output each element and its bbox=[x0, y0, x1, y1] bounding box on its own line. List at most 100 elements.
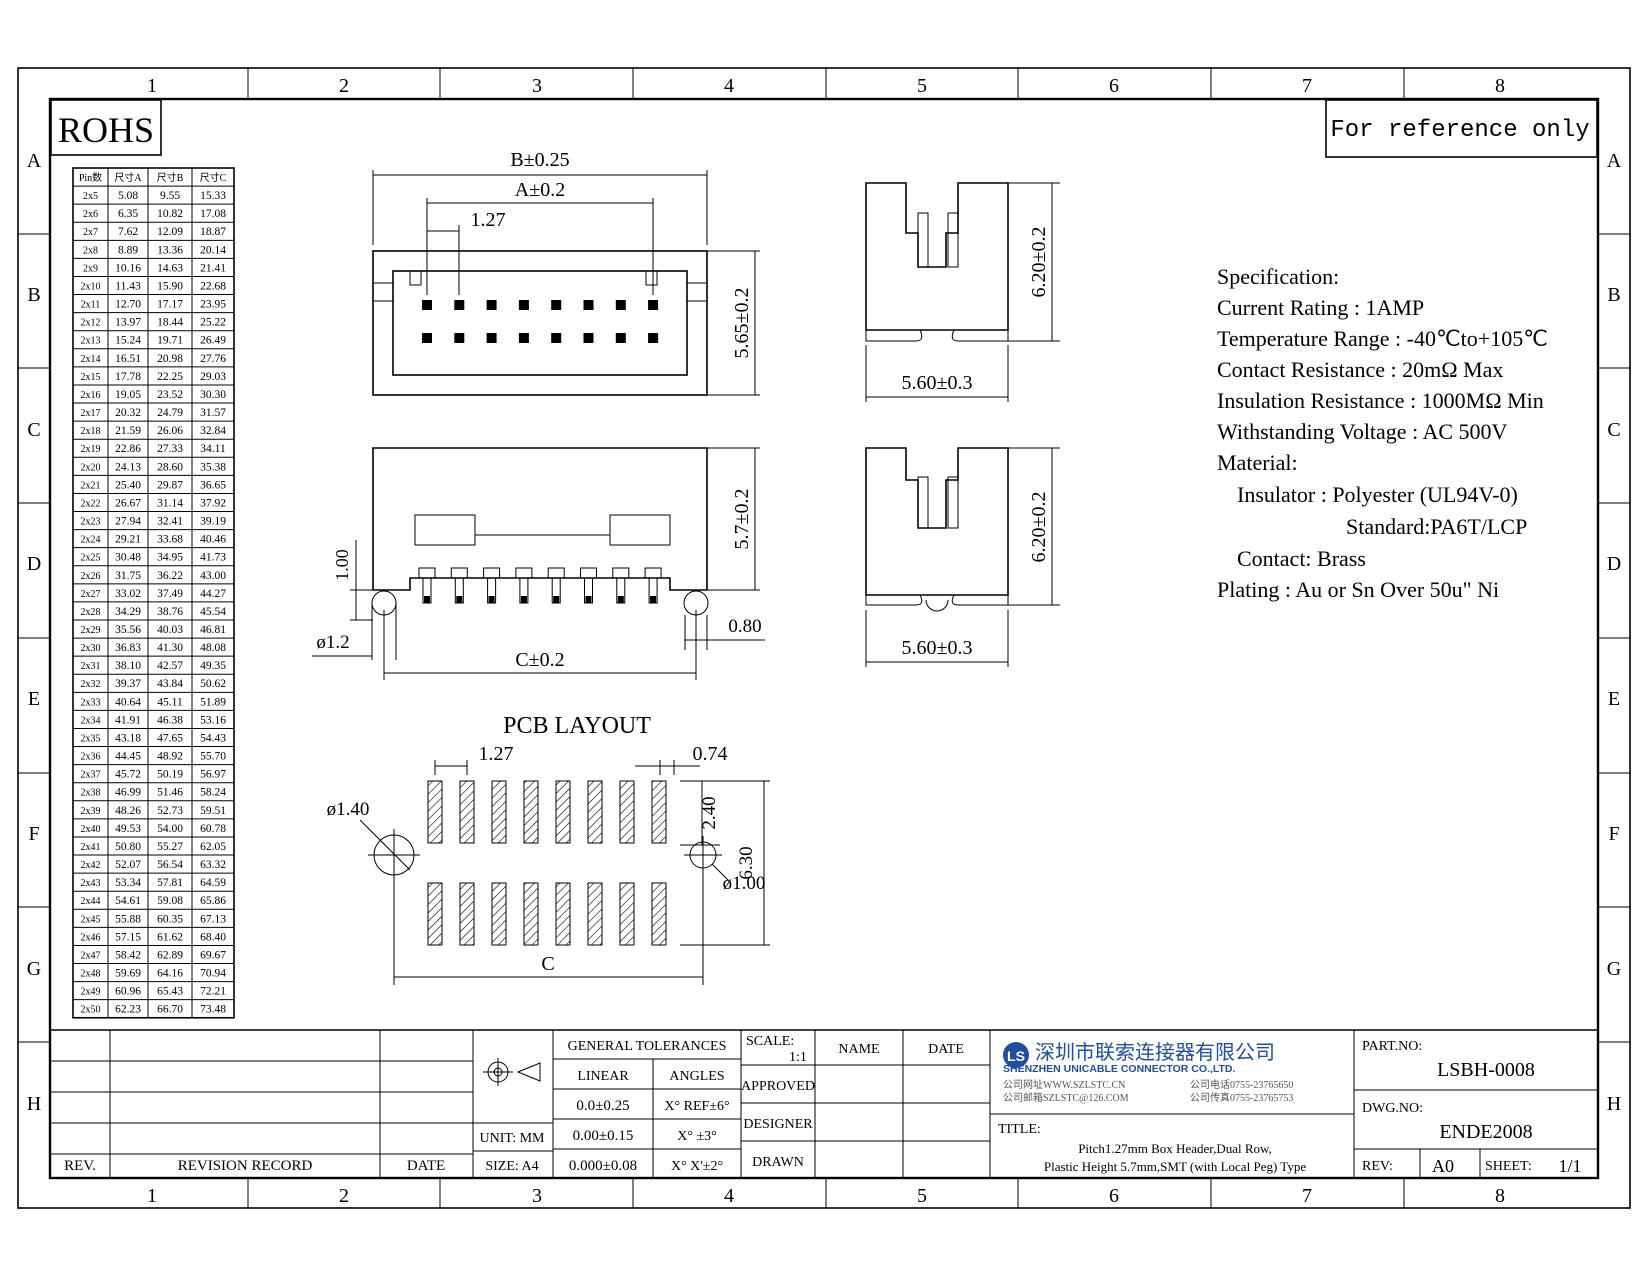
pcb-pad bbox=[651, 882, 667, 946]
pin-square bbox=[583, 333, 594, 343]
table-cell: 54.43 bbox=[200, 732, 226, 744]
table-header: 尺寸A bbox=[114, 171, 142, 184]
table-cell: 50.62 bbox=[200, 678, 226, 690]
svg-text:LS: LS bbox=[1007, 1048, 1025, 1064]
table-cell: 31.57 bbox=[200, 407, 226, 419]
table-cell: 37.92 bbox=[200, 497, 226, 509]
table-cell: 23.52 bbox=[157, 389, 183, 401]
spec-line: Current Rating : 1AMP bbox=[1217, 295, 1424, 320]
table-cell: 22.68 bbox=[200, 280, 226, 292]
pin-square bbox=[615, 300, 626, 310]
table-cell: 13.97 bbox=[115, 317, 141, 329]
pcb-pad bbox=[427, 882, 443, 946]
table-cell: 2x21 bbox=[81, 480, 101, 491]
table-cell: 30.30 bbox=[200, 389, 226, 401]
column-label: 4 bbox=[724, 75, 734, 97]
company-web: 公司网址WWW.SZLSTC.CN bbox=[1003, 1078, 1125, 1091]
table-cell: 50.19 bbox=[157, 769, 183, 781]
table-cell: 15.90 bbox=[157, 280, 183, 292]
sheet-label: SHEET: bbox=[1485, 1159, 1532, 1174]
table-cell: 56.54 bbox=[157, 859, 183, 871]
table-cell: 15.24 bbox=[115, 335, 141, 347]
table-cell: 37.49 bbox=[157, 588, 183, 600]
table-cell: 15.33 bbox=[200, 190, 226, 202]
table-cell: 41.30 bbox=[157, 642, 183, 654]
table-header: Pin数 bbox=[79, 171, 102, 184]
table-cell: 33.02 bbox=[115, 588, 141, 600]
table-cell: 60.78 bbox=[200, 823, 226, 835]
table-cell: 40.46 bbox=[200, 534, 226, 546]
tolerance-angle-2: X° ±3° bbox=[677, 1129, 717, 1144]
table-cell: 55.70 bbox=[200, 751, 226, 763]
dim-pitch-top: 1.27 bbox=[471, 209, 506, 231]
pin-tip bbox=[553, 596, 560, 603]
table-cell: 2x12 bbox=[81, 318, 101, 329]
spec-line: Withstanding Voltage : AC 500V bbox=[1217, 419, 1508, 444]
reference-box: For reference only bbox=[1325, 99, 1598, 158]
table-cell: 2x48 bbox=[81, 969, 101, 980]
table-cell: 55.27 bbox=[157, 841, 183, 853]
table-cell: 26.06 bbox=[157, 425, 183, 437]
table-header: 尺寸C bbox=[200, 171, 227, 184]
column-label: 1 bbox=[147, 75, 157, 97]
table-cell: 38.10 bbox=[115, 660, 141, 672]
general-tolerances-label: GENERAL TOLERANCES bbox=[568, 1039, 727, 1054]
table-cell: 2x22 bbox=[81, 498, 101, 509]
dim-width-560a: 5.60±0.3 bbox=[902, 372, 973, 394]
table-cell: 2x28 bbox=[81, 607, 101, 618]
column-label: 2 bbox=[339, 75, 349, 97]
pin-tip bbox=[456, 596, 463, 603]
table-cell: 62.23 bbox=[115, 1004, 141, 1016]
pin-shoulder bbox=[612, 567, 630, 579]
row-label: H bbox=[27, 1093, 41, 1115]
sheet-value: 1/1 bbox=[1558, 1156, 1581, 1176]
dim-height-57: 5.7±0.2 bbox=[731, 489, 753, 550]
pin-square bbox=[454, 333, 465, 343]
scale-value: 1:1 bbox=[789, 1050, 807, 1065]
table-cell: 29.03 bbox=[200, 371, 226, 383]
table-cell: 39.19 bbox=[200, 516, 226, 528]
row-label: E bbox=[1608, 688, 1620, 710]
table-cell: 19.71 bbox=[157, 335, 183, 347]
table-cell: 2x46 bbox=[81, 932, 101, 943]
table-cell: 64.59 bbox=[200, 877, 226, 889]
table-cell: 2x10 bbox=[81, 281, 101, 292]
table-cell: 59.08 bbox=[157, 895, 183, 907]
table-cell: 72.21 bbox=[200, 986, 226, 998]
column-label: 3 bbox=[532, 75, 542, 97]
rev-no-value: A0 bbox=[1432, 1156, 1454, 1176]
pin-square bbox=[518, 300, 529, 310]
pcb-dim-c: C bbox=[541, 953, 554, 975]
part-no-value: LSBH-0008 bbox=[1437, 1059, 1535, 1081]
row-label: B bbox=[1607, 284, 1620, 306]
table-cell: 34.11 bbox=[200, 443, 226, 455]
table-cell: 62.89 bbox=[157, 949, 183, 961]
rev-no-label: REV: bbox=[1362, 1159, 1393, 1174]
table-cell: 43.00 bbox=[200, 570, 226, 582]
pin-square bbox=[648, 333, 659, 343]
table-cell: 57.15 bbox=[115, 931, 141, 943]
row-label: C bbox=[1607, 419, 1620, 441]
table-cell: 10.82 bbox=[157, 208, 183, 220]
table-cell: 45.54 bbox=[200, 606, 226, 618]
reference-note: For reference only bbox=[1330, 117, 1589, 144]
dim-width-560b: 5.60±0.3 bbox=[902, 637, 973, 659]
table-cell: 2x38 bbox=[81, 788, 101, 799]
column-label: 5 bbox=[917, 75, 927, 97]
table-cell: 56.97 bbox=[200, 769, 226, 781]
table-cell: 53.34 bbox=[115, 877, 141, 889]
table-cell: 2x37 bbox=[81, 770, 101, 781]
table-cell: 2x47 bbox=[81, 950, 101, 961]
table-cell: 24.79 bbox=[157, 407, 183, 419]
table-cell: 47.65 bbox=[157, 732, 183, 744]
table-cell: 25.40 bbox=[115, 479, 141, 491]
table-cell: 2x49 bbox=[81, 987, 101, 998]
dim-a: A±0.2 bbox=[515, 179, 565, 201]
table-cell: 31.14 bbox=[157, 497, 183, 509]
unit-label: UNIT: MM bbox=[479, 1131, 545, 1146]
table-cell: 32.84 bbox=[200, 425, 226, 437]
pin-shoulder bbox=[547, 567, 565, 579]
company-phone: 公司电话0755-23765650 bbox=[1190, 1078, 1293, 1091]
column-label: 8 bbox=[1495, 1185, 1505, 1207]
